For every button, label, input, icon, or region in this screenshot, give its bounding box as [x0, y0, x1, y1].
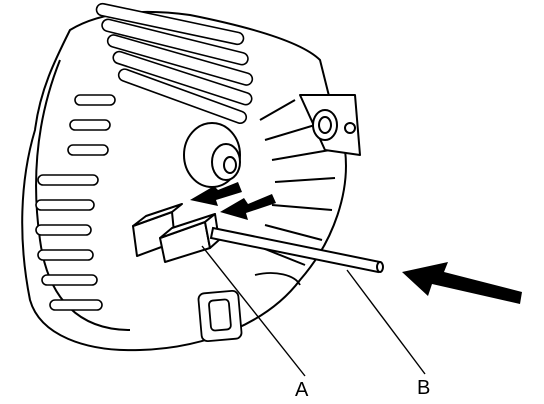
retaining-pin — [209, 226, 384, 274]
cooling-fins — [35, 2, 254, 311]
removal-arrow-lower — [220, 194, 276, 220]
rear-cover-rim — [35, 59, 131, 331]
removal-arrows — [190, 182, 276, 220]
bracket-hole — [344, 122, 356, 134]
removal-arrow-upper — [190, 182, 242, 206]
direction-arrow — [402, 262, 522, 304]
mounting-bracket — [299, 94, 361, 156]
leader-lines — [201, 245, 426, 377]
callout-a-label: A — [295, 379, 309, 401]
leader-line-b — [346, 269, 426, 375]
brush-holder — [132, 203, 220, 263]
leader-line-a — [201, 245, 306, 377]
lower-details — [197, 272, 301, 343]
callout-b-label: B — [417, 377, 430, 399]
pulley-shaft — [183, 122, 241, 188]
